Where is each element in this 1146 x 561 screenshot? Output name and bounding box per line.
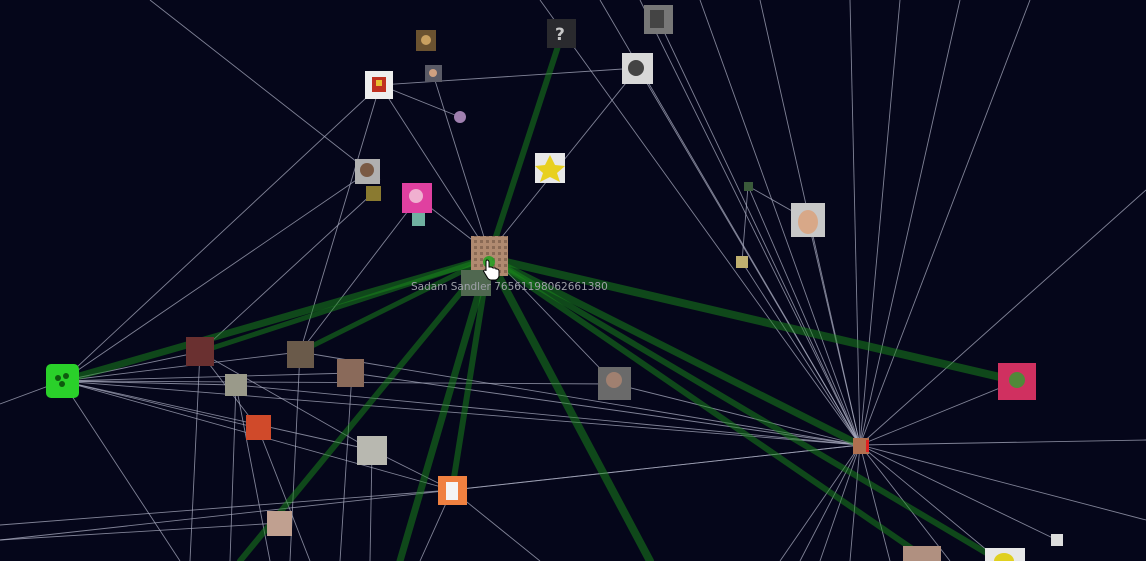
node-avatar-star[interactable] (535, 153, 565, 183)
node-avatar-pink[interactable] (402, 183, 432, 213)
node-avatar-tiny-6[interactable] (736, 256, 748, 268)
node-avatar-brown[interactable] (287, 341, 314, 368)
node-avatar-tiny-7[interactable] (1051, 534, 1063, 546)
node-avatar-small-3[interactable] (366, 186, 381, 201)
node-avatar-orange-white[interactable] (438, 476, 467, 505)
hand-pointer-icon (483, 259, 500, 281)
node-avatar-cartoon[interactable] (357, 436, 387, 465)
svg-text:?: ? (555, 25, 565, 45)
node-avatar-bottom-mid[interactable] (903, 546, 941, 561)
highlighted-edge-layer (58, 31, 1021, 561)
node-group-hub-right[interactable] (853, 438, 869, 454)
node-unknown-avatar[interactable]: ? (547, 19, 576, 48)
hovered-node-label: Sadam Sandler 76561198062661380 (411, 281, 608, 293)
node-avatar-badge[interactable] (365, 71, 393, 99)
node-avatar-bottom-left[interactable] (267, 511, 292, 536)
node-avatar-grey[interactable] (225, 374, 247, 396)
node-avatar-hovered[interactable] (461, 236, 508, 296)
node-avatar-small-4[interactable] (412, 213, 425, 226)
node-avatar-man-portrait[interactable] (355, 159, 380, 184)
node-avatar-tiny-5[interactable] (744, 182, 753, 191)
node-group-hub-left[interactable] (46, 364, 79, 398)
node-avatar-mixed[interactable] (337, 359, 364, 387)
node-avatar-bottom-yellow[interactable] (985, 548, 1025, 561)
node-layer: ? (46, 5, 1063, 561)
node-avatar-shirtless[interactable] (791, 203, 825, 237)
node-avatar-tiny-purple[interactable] (454, 111, 466, 123)
node-avatar-pink-right[interactable] (998, 363, 1036, 400)
node-avatar-man-center[interactable] (598, 367, 631, 400)
node-avatar-small-2[interactable] (425, 65, 442, 82)
node-avatar-top-right[interactable] (644, 5, 673, 34)
node-avatar-dark-red[interactable] (186, 337, 214, 366)
node-avatar-man-glasses[interactable] (622, 53, 653, 84)
node-avatar-small-1[interactable] (416, 30, 436, 51)
node-avatar-orange[interactable] (246, 415, 271, 440)
